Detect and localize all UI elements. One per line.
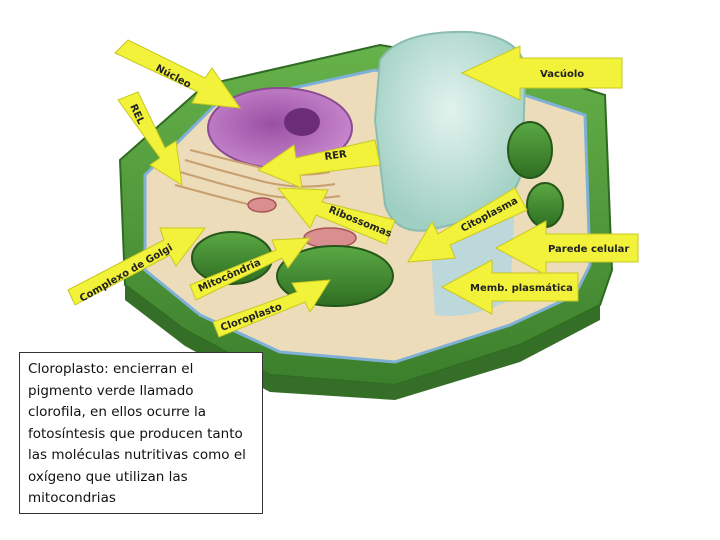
- label-memb-plasmatica: Memb. plasmática: [470, 282, 573, 294]
- arrow-memb-plasmatica: Memb. plasmática: [440, 259, 579, 315]
- arrow-rer: RER: [256, 139, 381, 189]
- caption-text: Cloroplasto: encierran el pigmento verde…: [28, 361, 246, 506]
- nucleus: [207, 87, 353, 169]
- label-parede-celular: Parede celular: [548, 244, 629, 255]
- arrow-vacuolo: Vacúolo: [460, 45, 623, 101]
- arrow-parede-celular: Parede celular: [494, 220, 639, 276]
- label-rer: RER: [324, 149, 348, 163]
- label-vacuolo: Vacúolo: [540, 68, 584, 80]
- caption-box: Cloroplasto: encierran el pigmento verde…: [19, 352, 263, 514]
